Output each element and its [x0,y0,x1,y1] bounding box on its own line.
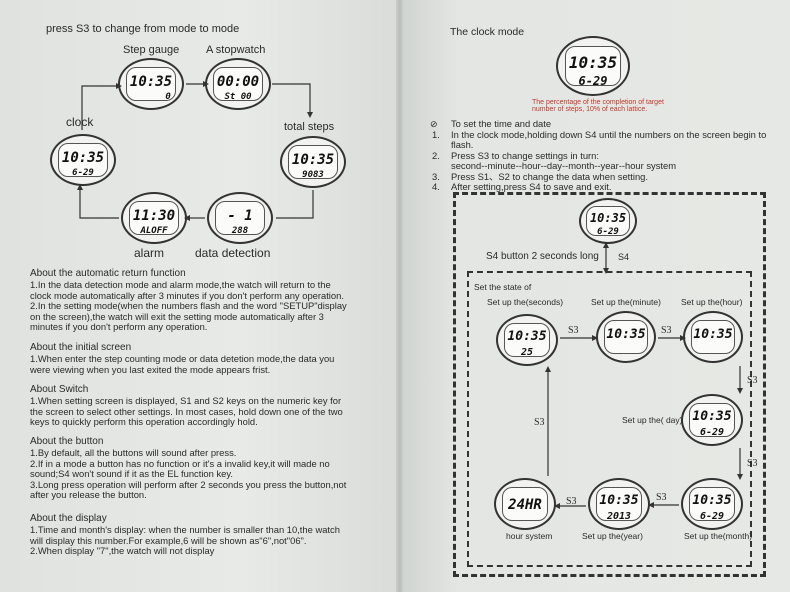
section-line: minutes if you don't perform any operati… [30,321,208,332]
section-line: 2.In the setting mode(when the numbers f… [30,300,347,311]
instruction-text: Press S1、S2 to change the data when sett… [451,170,648,182]
s3-label-2: S3 [661,325,672,336]
clock-icon: ⊘ [430,119,438,129]
section-line: were viewing when you last exited the mo… [30,363,271,375]
page-fold [396,0,404,592]
instruction-number: 1. [432,128,440,140]
instruction-text: Press S3 to change settings in turn: [451,149,599,161]
label-set-minute: Set up the(minute) [591,297,661,307]
label-step-gauge: Step gauge [123,44,180,56]
watch-set-hour-system: 24HR [494,478,556,530]
target-note-line2: number of steps, 10% of each lattice. [532,106,648,113]
label-hour-system: hour system [506,531,553,541]
s3-label-7: S3 [534,417,545,428]
clock-mode-title: The clock mode [450,26,525,38]
setting-inner-box [467,271,752,567]
section-line: 1.By default, all the buttons will sound… [30,447,237,458]
section-line: 2.When display "7",the watch will not di… [30,545,215,556]
instruction-text: second--minute--hour--day--month--year--… [451,160,677,171]
section-line: on the screen),the watch will exit the s… [30,310,324,322]
instruction-text: In the clock mode,holding down S4 until … [451,128,767,140]
set-state-label: Set the state of [474,282,532,292]
label-clock: clock [66,115,94,129]
watch-set-hour: 10:35 [683,311,743,363]
label-set-month: Set up the(month) [684,531,753,541]
s3-label-1: S3 [568,325,579,336]
section-title: About the initial screen [30,342,132,353]
section-line: will display this number.For example,6 w… [30,534,307,546]
s3-label-3: S3 [747,375,758,386]
instruction-number: 2. [432,149,440,161]
section-title: About Switch [30,384,89,395]
section-line: the screen to select other settings. In … [30,405,343,417]
mode-change-heading: press S3 to change from mode to mode [46,23,240,35]
label-set-day: Set up the( day) [622,415,683,425]
s4-long-label: S4 button 2 seconds long [486,251,599,262]
section-line: clock mode automatically after 3 minutes… [30,289,344,301]
section-line: 1.In the data detection mode and alarm m… [30,279,331,290]
section-line: 1.When setting screen is displayed, S1 a… [30,395,342,406]
target-note-line1: The percentage of the completion of targ… [532,99,664,106]
label-set-seconds: Set up the(seconds) [487,297,564,307]
label-set-year: Set up the(year) [582,531,643,541]
s4-short-label: S4 [618,252,630,262]
section-line: 1.When enter the step counting mode or d… [30,353,335,364]
left-page [0,0,400,592]
section-line: 1.Time and month's display: when the num… [30,524,340,535]
label-stopwatch: A stopwatch [206,44,266,56]
s3-label-6: S3 [566,496,577,507]
mode-cycle-arrows [77,81,314,221]
section-line: keys to quickly perform this operation a… [30,416,258,427]
section-title: About the button [30,436,104,447]
instruction-number: 3. [432,170,440,182]
setting-flow-arrows [545,242,743,509]
instruction-number: 4. [432,181,440,192]
section-line: after you release the button. [30,489,147,500]
label-total-steps: total steps [284,121,335,133]
watch-set-minute: 10:35 [596,311,656,363]
s3-label-5: S3 [656,492,667,503]
section-line: 2.If in a mode a button has no function … [30,457,330,469]
label-data-detection: data detection [195,246,271,260]
section-title: About the display [30,513,107,524]
label-alarm: alarm [134,246,165,260]
setting-outer-box [453,192,766,577]
section-line: 3.Long press operation will perform afte… [30,478,347,490]
section-title: About the automatic return function [30,268,186,279]
s3-label-4: S3 [747,458,758,469]
label-set-hour: Set up the(hour) [681,297,743,307]
instruction-text: flash. [451,139,474,150]
section-line: sound;S4 won't sound if it as the EL fun… [30,468,233,479]
instruction-text: To set the time and date [451,118,552,129]
instruction-text: After setting,press S4 to save and exit. [451,181,612,192]
